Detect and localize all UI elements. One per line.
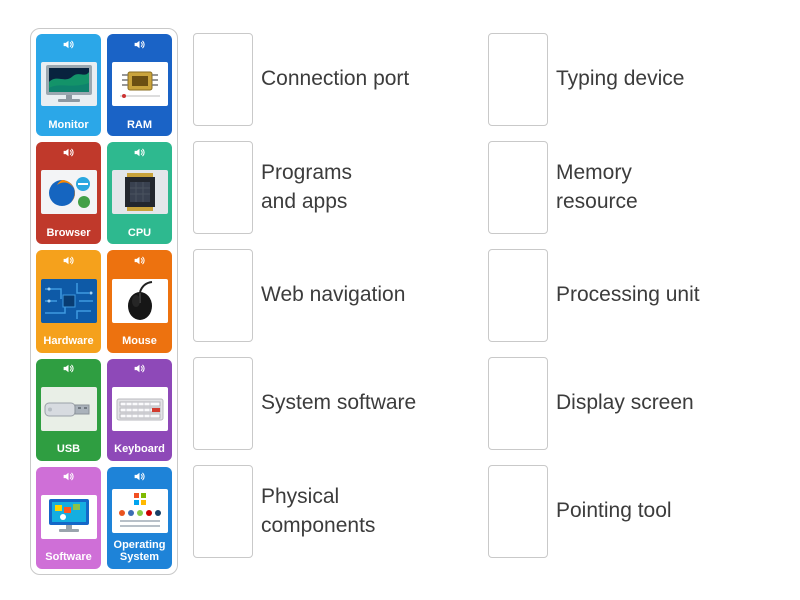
os-logos-image <box>111 486 168 536</box>
tile-monitor[interactable]: Monitor <box>36 34 101 137</box>
software-screen-image <box>40 486 97 549</box>
speaker-icon[interactable] <box>133 362 146 376</box>
tile-usb[interactable]: USB <box>36 358 101 461</box>
tile-label: Software <box>45 551 92 564</box>
speaker-icon[interactable] <box>62 37 75 51</box>
drop-slot-typing-device[interactable] <box>488 33 548 126</box>
usb-drive-image <box>40 378 97 441</box>
match-row-connection-port: Connection port <box>193 33 416 126</box>
match-label: Typing device <box>556 67 685 91</box>
match-row-programs-and-apps: Programs and apps <box>193 141 416 234</box>
speaker-icon[interactable] <box>62 253 75 267</box>
drop-slot-connection-port[interactable] <box>193 33 253 126</box>
match-label: Processing unit <box>556 283 700 307</box>
match-column-right: Typing device Memory resource Processing… <box>488 33 700 558</box>
tile-label: Monitor <box>48 118 89 131</box>
match-label: Pointing tool <box>556 499 672 523</box>
speaker-icon[interactable] <box>133 470 146 484</box>
tile-keyboard[interactable]: Keyboard <box>107 358 172 461</box>
tile-label: Browser <box>46 226 91 239</box>
keyboard-image <box>111 378 168 441</box>
match-label: Display screen <box>556 391 694 415</box>
tile-software[interactable]: Software <box>36 466 101 569</box>
cpu-chip-image <box>111 161 168 224</box>
match-row-typing-device: Typing device <box>488 33 700 126</box>
match-row-display-screen: Display screen <box>488 357 700 450</box>
tile-browser[interactable]: Browser <box>36 142 101 245</box>
match-row-physical-components: Physical components <box>193 465 416 558</box>
match-column-left: Connection port Programs and apps Web na… <box>193 33 416 558</box>
match-row-memory-resource: Memory resource <box>488 141 700 234</box>
match-label: Programs and apps <box>261 161 353 213</box>
match-row-system-software: System software <box>193 357 416 450</box>
speaker-icon[interactable] <box>62 362 75 376</box>
match-label: System software <box>261 391 417 415</box>
tile-board: Monitor RAM Browser CPU <box>30 28 178 575</box>
speaker-icon[interactable] <box>133 37 146 51</box>
match-label: Memory resource <box>556 161 638 213</box>
computer-mouse-image <box>111 269 168 332</box>
tile-hardware[interactable]: Hardware <box>36 250 101 353</box>
speaker-icon[interactable] <box>133 145 146 159</box>
drop-slot-programs-and-apps[interactable] <box>193 141 253 234</box>
tile-label: Hardware <box>43 334 94 347</box>
tile-operating-system[interactable]: Operating System <box>107 466 172 569</box>
browser-logos-image <box>40 161 97 224</box>
match-row-web-navigation: Web navigation <box>193 249 416 342</box>
monitor-image <box>40 53 97 116</box>
match-row-pointing-tool: Pointing tool <box>488 465 700 558</box>
drop-slot-display-screen[interactable] <box>488 357 548 450</box>
tile-mouse[interactable]: Mouse <box>107 250 172 353</box>
speaker-icon[interactable] <box>133 253 146 267</box>
speaker-icon[interactable] <box>62 145 75 159</box>
tile-label: Mouse <box>122 334 157 347</box>
tile-ram[interactable]: RAM <box>107 34 172 137</box>
tile-label: RAM <box>126 118 153 131</box>
speaker-icon[interactable] <box>62 470 75 484</box>
tile-label: CPU <box>127 226 152 239</box>
tile-label: USB <box>56 443 81 456</box>
match-label: Web navigation <box>261 283 406 307</box>
drop-slot-system-software[interactable] <box>193 357 253 450</box>
ram-chip-image <box>111 53 168 116</box>
drop-slot-pointing-tool[interactable] <box>488 465 548 558</box>
drop-slot-processing-unit[interactable] <box>488 249 548 342</box>
tile-cpu[interactable]: CPU <box>107 142 172 245</box>
drop-slot-memory-resource[interactable] <box>488 141 548 234</box>
match-label: Connection port <box>261 67 410 91</box>
tile-label: Operating System <box>113 538 166 564</box>
drop-slot-web-navigation[interactable] <box>193 249 253 342</box>
tile-label: Keyboard <box>114 443 165 456</box>
circuit-board-image <box>40 269 97 332</box>
match-label: Physical components <box>261 485 376 537</box>
drop-slot-physical-components[interactable] <box>193 465 253 558</box>
match-row-processing-unit: Processing unit <box>488 249 700 342</box>
